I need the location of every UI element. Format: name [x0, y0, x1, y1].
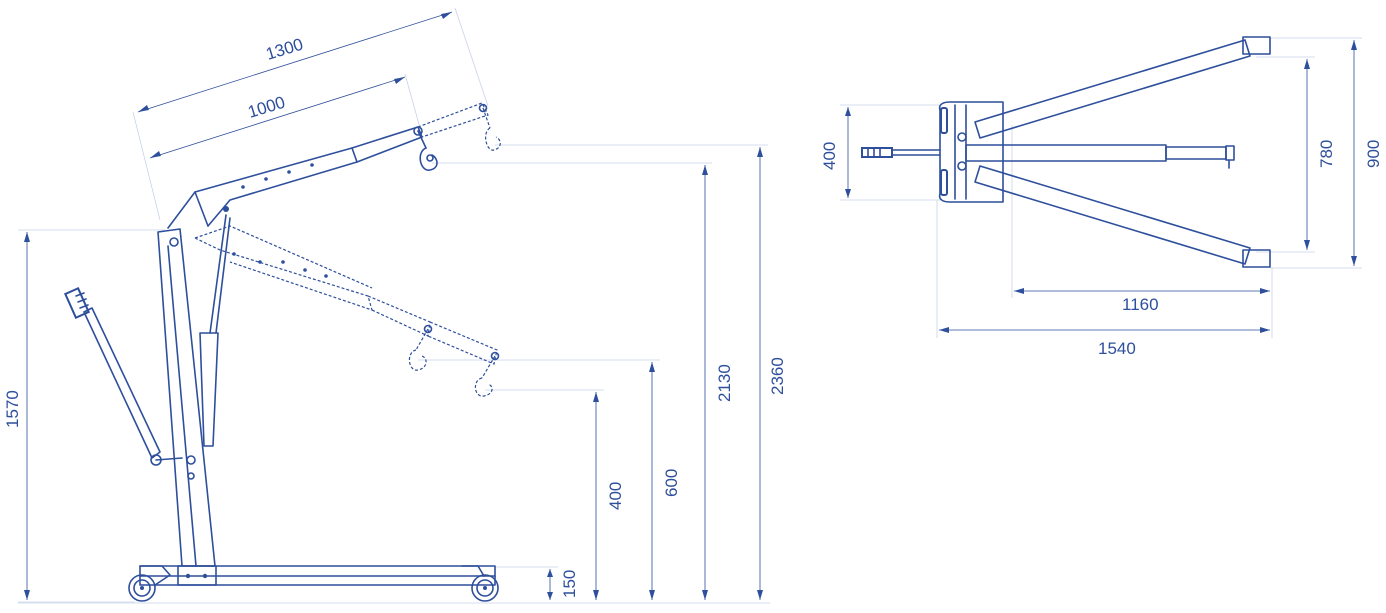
side-view: 1300 1000 1570 2360 2130 — [3, 7, 787, 604]
hydraulic-cylinder — [199, 214, 231, 447]
top-dimensions: 400 780 900 1160 — [820, 37, 1383, 358]
boom-lowered — [194, 225, 500, 397]
dim-mast-height: 1570 — [3, 390, 22, 428]
dim-total-length: 1540 — [1098, 339, 1136, 358]
top-leg-upper — [974, 36, 1271, 139]
front-wheel — [128, 574, 156, 602]
dim-hook-height-max: 2360 — [768, 357, 787, 395]
boom-raised — [167, 126, 438, 229]
top-view: 400 780 900 1160 — [820, 36, 1383, 358]
top-pump-handle — [861, 147, 941, 158]
dim-hook-height-mid: 2130 — [715, 364, 734, 402]
dim-hook-height-min: 400 — [606, 482, 625, 510]
crane-base — [139, 565, 496, 586]
top-boom — [965, 144, 1235, 169]
boom-extension-raised — [417, 102, 501, 151]
top-chassis — [938, 101, 1004, 203]
dim-chassis-width: 400 — [820, 142, 839, 170]
dim-hook-height-low: 600 — [662, 469, 681, 497]
side-dimensions: 1300 1000 1570 2360 2130 — [3, 7, 787, 604]
dim-reach-min: 1000 — [246, 93, 288, 122]
pump-handle — [63, 286, 183, 466]
dim-leg-height: 150 — [560, 570, 579, 598]
rear-wheel — [471, 574, 499, 602]
top-leg-lower — [974, 165, 1271, 268]
dim-reach-max: 1300 — [264, 35, 306, 64]
dim-leg-length: 1160 — [1122, 295, 1159, 314]
crane-mast — [157, 228, 216, 567]
dim-outer-leg-spread: 900 — [1364, 140, 1383, 168]
dim-inner-leg-spread: 780 — [1317, 140, 1336, 168]
